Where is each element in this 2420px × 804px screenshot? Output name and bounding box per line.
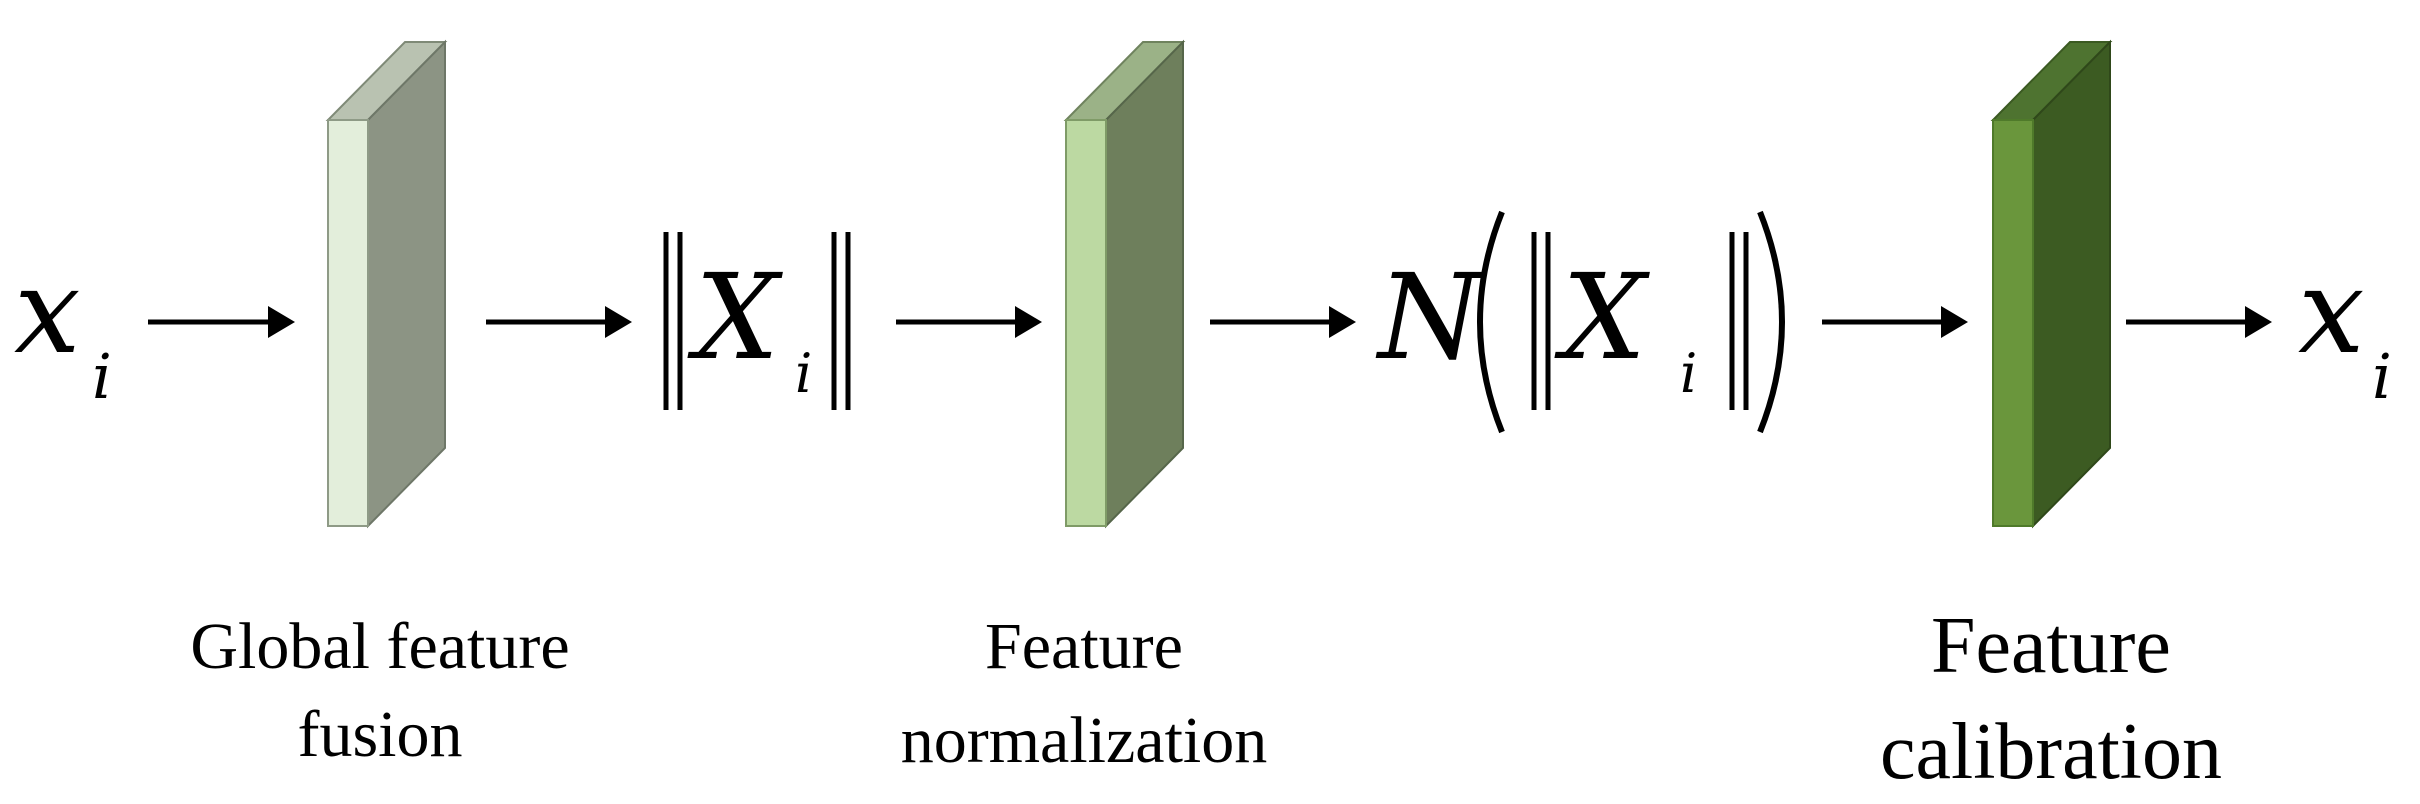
normalized-var: X xyxy=(1554,248,1650,386)
feature-calibration-block xyxy=(1990,39,2113,529)
input-var: x xyxy=(14,242,81,380)
stage3-label-line2: calibration xyxy=(1880,708,2222,796)
stage3-label: Feature calibration xyxy=(1880,602,2222,796)
stage2-label-line1: Feature xyxy=(985,610,1183,683)
stage1-label-line2: fusion xyxy=(298,698,463,771)
normalized-subscript: i xyxy=(1680,342,1697,405)
global-feature-fusion-block xyxy=(325,39,448,529)
arrow-3 xyxy=(896,306,1042,338)
normalized-func: N xyxy=(1375,248,1485,386)
feature-normalization-block xyxy=(1063,39,1186,529)
output-var: x xyxy=(2298,242,2365,380)
arrow-2 xyxy=(486,306,632,338)
left-paren xyxy=(1477,210,1505,434)
stage1-label: Global feature fusion xyxy=(190,610,569,771)
input-subscript: i xyxy=(92,340,112,413)
stage2-label: Feature normalization xyxy=(901,610,1268,777)
arrow-1 xyxy=(148,306,295,338)
stage2-label-line2: normalization xyxy=(901,704,1268,777)
input-symbol: x i xyxy=(14,242,112,413)
stage3-label-line1: Feature xyxy=(1931,602,2171,690)
arrow-4 xyxy=(1210,306,1356,338)
right-paren xyxy=(1757,210,1785,434)
output-symbol: x i xyxy=(2298,242,2392,413)
normalized-expression: N X i xyxy=(1375,210,1785,434)
stage1-label-line1: Global feature xyxy=(190,610,569,683)
norm-expression: X i xyxy=(663,232,851,410)
norm-var: X xyxy=(687,248,783,386)
output-subscript: i xyxy=(2372,340,2392,413)
norm-subscript: i xyxy=(795,342,812,405)
arrow-5 xyxy=(1822,306,1968,338)
arrow-6 xyxy=(2126,306,2272,338)
